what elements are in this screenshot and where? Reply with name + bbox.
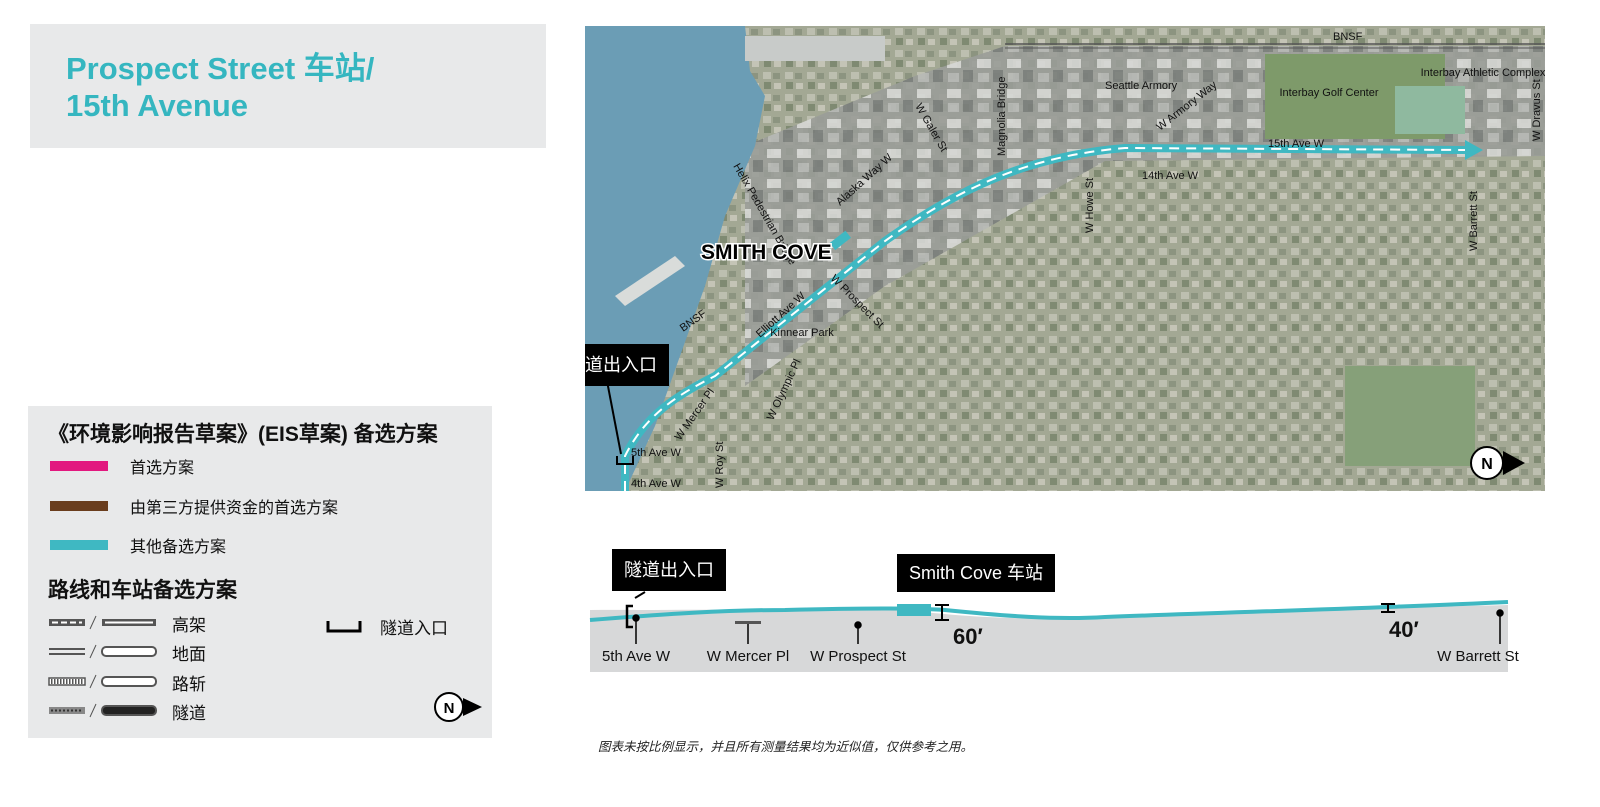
label-4th-ave: 4th Ave W — [631, 478, 682, 490]
svg-text:N: N — [444, 700, 455, 717]
profile-height-60: 60′ — [953, 624, 983, 649]
profile-svg: 5th Ave W W Mercer Pl W Prospect St W Ba… — [589, 591, 1520, 672]
callout-leader — [606, 380, 622, 455]
legend-row-third-party: 由第三方提供资金的首选方案 — [50, 495, 338, 517]
legend-label-other: 其他备选方案 — [130, 539, 227, 556]
elevation-profile: 5th Ave W W Mercer Pl W Prospect St W Ba… — [585, 540, 1545, 680]
legend-row-preferred: 首选方案 — [50, 455, 194, 477]
footnote: 图表未按比例显示，并且所有测量结果均为近似值，仅供参考之用。 — [598, 740, 974, 754]
profile-route — [589, 600, 1509, 622]
swatch-third-party — [50, 501, 108, 511]
title-panel: Prospect Street 车站/ 15th Avenue — [30, 24, 546, 148]
title-line-2: 15th Avenue — [66, 88, 249, 123]
park-area — [1345, 366, 1475, 466]
label-w-dravus: W Dravus St — [1531, 79, 1543, 141]
label-interbay-athletic: Interbay Athletic Complex — [1421, 67, 1545, 79]
swatch-preferred — [50, 461, 108, 471]
legend-north-arrow-icon: N — [434, 692, 482, 722]
legend-row-tunnel: 隧道 — [48, 700, 206, 723]
legend-label-third-party: 由第三方提供资金的首选方案 — [130, 500, 339, 517]
at-grade-line-icon — [49, 644, 157, 659]
legend-label-portal: 隧道入口 — [380, 619, 448, 638]
profile-station-5th-ave: 5th Ave W — [602, 648, 671, 665]
legend-row-elevated: 高架 — [48, 612, 206, 635]
profile-station-ticks — [632, 609, 1504, 644]
label-5th-ave: 5th Ave W — [631, 447, 682, 459]
pier — [745, 36, 885, 61]
label-15th-ave: 15th Ave W — [1268, 138, 1325, 150]
profile-callout-leader — [634, 591, 646, 599]
profile-station-callout: Smith Cove 车站 — [897, 554, 1056, 592]
label-smith-cove: SMITH COVE — [701, 241, 832, 264]
profile-height-40: 40′ — [1389, 617, 1419, 642]
title-line-1: Prospect Street 车站/ — [66, 51, 375, 86]
label-bnsf-top: BNSF — [1333, 31, 1363, 43]
map-portal-callout: 隧道出入口 — [585, 344, 669, 386]
portal-marker — [616, 456, 634, 465]
profile-station-w-mercer: W Mercer Pl — [707, 648, 790, 665]
aerial-map: BNSF Seattle Armory Interbay Golf Center… — [585, 26, 1545, 491]
retained-cut-line-icon — [48, 674, 157, 689]
legend-label-preferred: 首选方案 — [130, 460, 195, 477]
legend-label-tunnel: 隧道 — [172, 703, 206, 723]
label-14th-ave: 14th Ave W — [1142, 170, 1199, 182]
svg-text:N: N — [1481, 456, 1493, 473]
ship — [615, 256, 685, 306]
athletic-fields — [1395, 86, 1465, 134]
legend-panel: 《环境影响报告草案》(EIS草案) 备选方案 首选方案 由第三方提供资金的首选方… — [28, 406, 492, 738]
route-arrow — [1465, 140, 1483, 160]
label-kinnear: Kinnear Park — [770, 327, 834, 339]
legend-row-other: 其他备选方案 — [50, 534, 226, 556]
label-interbay-golf: Interbay Golf Center — [1279, 87, 1378, 99]
portal-icon — [326, 620, 362, 632]
elevated-line-icon — [49, 615, 156, 630]
route-centerline — [624, 146, 1466, 491]
label-w-roy: W Roy St — [714, 442, 726, 488]
legend-label-retained-cut: 路斩 — [172, 674, 206, 694]
map-svg: BNSF Seattle Armory Interbay Golf Center… — [585, 26, 1545, 491]
legend-label-at-grade: 地面 — [172, 644, 206, 664]
legend-row-retained-cut: 路斩 — [48, 671, 206, 694]
label-seattle-armory: Seattle Armory — [1105, 80, 1178, 92]
label-w-howe: W Howe St — [1084, 178, 1096, 233]
profile-station-w-barrett: W Barrett St — [1437, 648, 1520, 665]
swatch-other — [50, 540, 108, 550]
legend-label-elevated: 高架 — [172, 615, 206, 635]
profile-height-markers — [935, 603, 1395, 621]
page-title: Prospect Street 车站/ 15th Avenue — [66, 50, 374, 124]
profile-station-w-prospect: W Prospect St — [810, 648, 907, 665]
legend-alternatives-heading: 《环境影响报告草案》(EIS草案) 备选方案 — [48, 423, 438, 446]
label-w-barrett: W Barrett St — [1468, 191, 1480, 251]
profile-portal — [625, 604, 633, 629]
map-north-arrow: N — [1470, 446, 1525, 480]
profile-station — [897, 604, 931, 616]
tunnel-line-icon — [49, 703, 157, 718]
label-magnolia-bridge: Magnolia Bridge — [996, 77, 1008, 157]
station-marker — [829, 230, 851, 251]
legend-route-heading: 路线和车站备选方案 — [48, 579, 237, 602]
profile-portal-callout: 隧道出入口 — [612, 549, 726, 591]
legend-row-portal: 隧道入口 — [326, 614, 448, 639]
legend-row-at-grade: 地面 — [48, 641, 206, 664]
profile-ground — [590, 605, 1508, 672]
